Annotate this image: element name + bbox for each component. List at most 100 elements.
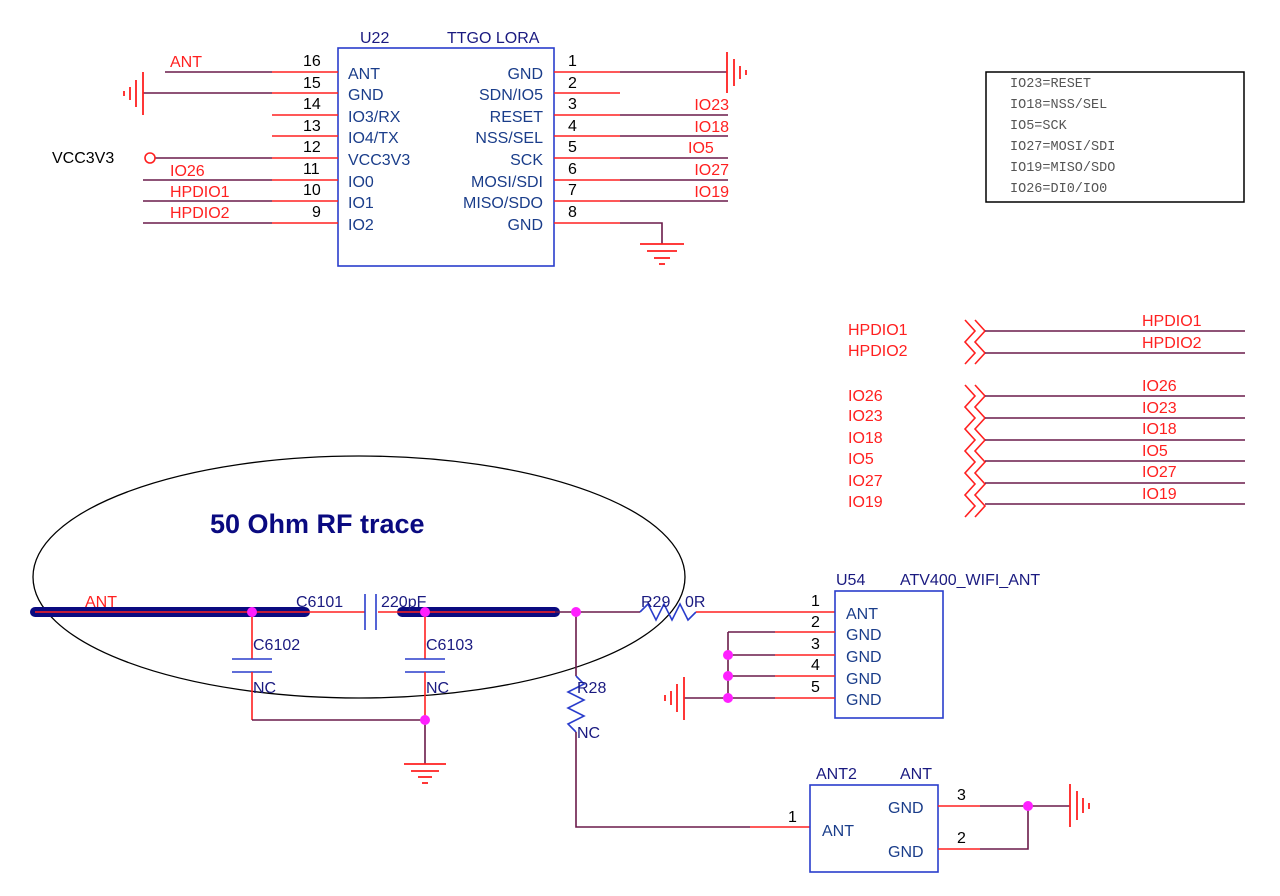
port-label-right: IO5 [1142,443,1168,460]
u22-part-name: TTGO LORA [447,30,540,47]
c6102-capacitor[interactable]: C6102 NC [232,612,300,720]
junction-dot [723,671,733,681]
u22-pin-14-num: 14 [303,96,321,113]
port-label-left: IO26 [848,388,883,405]
c6102-value: NC [253,680,276,697]
u54-pin-num: 2 [811,614,820,631]
note-line: IO23=RESET [1010,77,1091,92]
u22-pin-11-name: IO0 [348,174,374,191]
port-label-left: HPDIO2 [848,343,908,360]
r28-value: NC [577,725,600,742]
u54-pin-num: 5 [811,679,820,696]
u22-pin-13-name: IO4/TX [348,130,399,147]
u22-pin-11-num: 11 [303,161,320,178]
note-line: IO18=NSS/SEL [1010,98,1107,113]
c6101-value: 220pF [381,594,427,611]
ant2-pin-num: 2 [957,830,966,847]
c6103-designator: C6103 [426,637,473,654]
ground-icon [726,52,747,93]
r28-resistor[interactable]: R28 NC [566,675,606,742]
r28-designator: R28 [577,680,606,697]
vcc3v3-label: VCC3V3 [52,150,114,167]
c6101-designator: C6101 [296,594,343,611]
u54-pin-num: 1 [811,593,820,610]
ground-icon [1069,784,1090,827]
u54-pin-name: GND [846,627,882,644]
junction-dot [1023,801,1033,811]
ground-icon [404,763,446,784]
u54-designator: U54 [836,572,865,589]
ant2-body [809,784,939,873]
u22-right-pins: 1 GND 2 SDN/IO5 3 RESET IO23 4 NSS/SEL I… [463,53,729,244]
rf-net-label-ant: ANT [85,594,117,611]
u22-pin-7-num: 7 [568,182,577,199]
u22-pin-6-name: MOSI/SDI [471,174,543,191]
port-label-left: HPDIO1 [848,322,908,339]
u54-pin-num: 3 [811,636,820,653]
vcc3v3-power-port[interactable]: VCC3V3 [52,150,156,167]
c6103-capacitor[interactable]: C6103 NC [405,612,473,720]
c6102-designator: C6102 [253,637,300,654]
port-label-left: IO23 [848,408,883,425]
u22-pin-15-num: 15 [303,75,321,92]
u54-component[interactable]: U54 ATV400_WIFI_ANT 1 ANT 2 GND 3 GND 4 … [684,572,1040,719]
port-label-right: HPDIO1 [1142,313,1202,330]
port-label-right: IO19 [1142,486,1177,503]
bus-entry-icon [963,384,977,518]
net-label-ant: ANT [170,54,202,71]
u22-pin-1-name: GND [507,66,543,83]
port-group-hpdio: HPDIO1 HPDIO2 HPDIO1 HPDIO2 [848,313,1245,365]
ant2-pin-name: GND [888,800,924,817]
u22-pin-9-name: IO2 [348,217,374,234]
ant2-pin-name: ANT [822,823,854,840]
u54-pin-name: GND [846,671,882,688]
net-label-io18: IO18 [694,119,729,136]
u22-body [337,47,555,267]
port-group-io: IO26 IO23 IO18 IO5 IO27 IO19 IO26 IO23 I… [848,378,1245,518]
u22-pin-10-name: IO1 [348,195,374,212]
net-label-io23: IO23 [694,97,729,114]
u22-pin-12-name: VCC3V3 [348,152,410,169]
power-port-circle-icon [144,152,156,164]
u54-pin-name: GND [846,692,882,709]
port-label-left: IO5 [848,451,874,468]
u22-component[interactable]: U22 TTGO LORA 16 ANT ANT 15 GND 14 IO3/R… [143,30,729,267]
ant2-pin-num: 3 [957,787,966,804]
ant2-part-name: ANT [900,766,932,783]
u54-pin-num: 4 [811,657,820,674]
u22-pin-8-name: GND [507,217,543,234]
u22-pin-12-num: 12 [303,139,321,156]
r29-resistor[interactable]: R29 0R [639,594,705,622]
ant2-pin-name: GND [888,844,924,861]
ground-icon [640,243,684,265]
rf-section: 50 Ohm RF trace ANT C6101 220pF C6102 NC [30,455,835,828]
u22-pin-15-name: GND [348,87,384,104]
ground-icon [664,677,685,720]
note-line: IO19=MISO/SDO [1010,161,1115,176]
u22-left-pins: 16 ANT ANT 15 GND 14 IO3/RX 13 IO4/TX 12… [143,53,410,234]
u22-pin-4-num: 4 [568,118,577,135]
junction-dot [571,607,581,617]
u22-pin-7-name: MISO/SDO [463,195,543,212]
u22-pin-1-num: 1 [568,53,577,70]
u22-pin-5-name: SCK [510,152,543,169]
junction-dot [723,650,733,660]
ant2-designator: ANT2 [816,766,857,783]
ant2-pin-num: 1 [788,809,797,826]
u22-pin-14-name: IO3/RX [348,109,401,126]
rf-trace-outline [32,455,686,699]
note-line: IO27=MOSI/SDI [1010,140,1115,155]
port-label-left: IO19 [848,494,883,511]
c6101-capacitor[interactable]: C6101 220pF [296,594,427,630]
junction-dot [420,715,430,725]
r29-designator: R29 [641,594,670,611]
port-label-right: IO26 [1142,378,1177,395]
u54-pin-name: ANT [846,606,878,623]
u22-pin-16-num: 16 [303,53,321,70]
ant2-component[interactable]: ANT2 ANT 1 ANT 3 GND 2 GND [788,766,1070,873]
net-label-hpdio1: HPDIO1 [170,184,230,201]
ground-icon [123,72,144,115]
net-label-io19: IO19 [694,184,729,201]
port-label-right: IO27 [1142,464,1177,481]
